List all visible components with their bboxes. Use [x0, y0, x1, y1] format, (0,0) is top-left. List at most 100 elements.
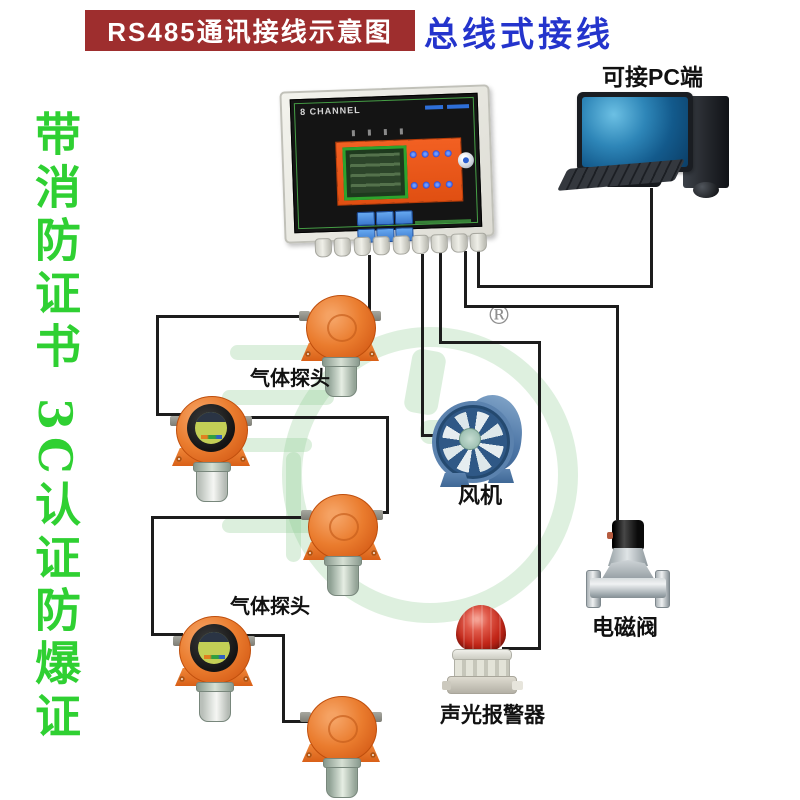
controller-footer-text	[415, 219, 472, 225]
pc-monitor	[577, 92, 693, 172]
controller-model-text	[424, 105, 444, 110]
led-indicator	[445, 180, 453, 188]
pc-mouse	[693, 182, 719, 198]
gas-detector-2-display	[170, 396, 252, 502]
cable-gland	[450, 233, 468, 253]
conduit-fitting	[170, 416, 181, 426]
alarm-skirt	[442, 676, 523, 694]
fan-foot	[440, 473, 470, 487]
watermark-shape	[230, 345, 326, 360]
detector-lcd	[195, 412, 227, 444]
cable-gland	[411, 234, 430, 255]
gas-detector-4-display	[173, 616, 255, 722]
wire	[538, 341, 541, 650]
valve-coil	[607, 520, 644, 550]
keypad-key	[356, 211, 376, 227]
conduit-fitting	[173, 636, 184, 646]
wire	[386, 416, 389, 514]
cable-gland	[392, 235, 410, 255]
detector-body	[307, 696, 377, 762]
sound-light-alarm	[442, 605, 523, 697]
status-led-grid	[408, 149, 455, 190]
wire	[477, 285, 653, 288]
conduit-fitting	[371, 712, 382, 722]
pc-screen	[582, 97, 688, 167]
detector-label-top: 气体探头	[250, 368, 330, 390]
controller-channel-label: 8 CHANNEL	[299, 104, 361, 117]
page-title: RS485通讯接线示意图	[85, 10, 415, 51]
watermark-shape	[286, 452, 301, 562]
wire	[156, 315, 159, 416]
led-indicator	[432, 150, 441, 158]
led-indicator	[422, 181, 430, 189]
wire	[151, 516, 311, 519]
wire	[282, 634, 285, 723]
solenoid-valve	[586, 520, 670, 608]
watermark-shape	[240, 438, 312, 452]
display-bezel	[187, 404, 235, 452]
controller-front-panel: 8 CHANNEL	[289, 92, 483, 244]
wire	[156, 413, 184, 416]
cable-gland	[372, 235, 391, 256]
wire	[464, 251, 467, 308]
fan-label: 风机	[458, 483, 503, 508]
cable-gland	[353, 236, 371, 257]
page-subtitle: 总线式接线	[424, 16, 614, 54]
wire	[421, 434, 439, 437]
sensor-head	[322, 357, 360, 397]
certification-text-3c: 3C认证	[28, 398, 82, 587]
conduit-fitting	[372, 510, 383, 520]
controller-display-board	[336, 138, 463, 205]
pc-label: 可接PC端	[602, 64, 703, 90]
fan-hub	[459, 428, 481, 450]
cable-gland	[314, 237, 333, 258]
wire	[464, 305, 619, 308]
conduit-fitting	[370, 311, 381, 321]
wire	[243, 634, 285, 637]
display-bezel	[190, 624, 238, 672]
wire	[421, 254, 424, 437]
panel-tick	[367, 129, 371, 136]
sensor-head	[324, 556, 362, 596]
valve-neck	[608, 548, 648, 566]
wire	[156, 315, 310, 318]
cable-gland	[333, 237, 352, 257]
cable-gland	[469, 232, 488, 253]
detector-label-bottom: 气体探头	[230, 596, 310, 618]
power-button	[457, 151, 475, 169]
wire	[439, 341, 541, 344]
conduit-fitting	[301, 510, 312, 520]
sensor-head	[323, 758, 361, 798]
panel-tick	[351, 130, 356, 137]
wire	[243, 416, 389, 419]
valve-body	[600, 560, 656, 582]
detector-body	[306, 295, 376, 361]
panel-tick	[399, 128, 403, 135]
detector-body	[308, 494, 378, 560]
gas-alarm-controller: 8 CHANNEL	[279, 84, 495, 258]
gas-detector-3	[301, 494, 383, 598]
alarm-dome-ribs	[456, 605, 506, 653]
wire	[151, 516, 154, 636]
lcd-screen	[342, 145, 409, 201]
keypad-key	[375, 210, 395, 226]
valve-label: 电磁阀	[592, 615, 659, 640]
led-indicator	[409, 150, 418, 159]
wire	[151, 633, 183, 636]
wire	[477, 248, 480, 288]
controller-model-text	[446, 104, 470, 109]
wire	[439, 253, 442, 344]
pc-workstation: 可接PC端	[557, 30, 740, 200]
certification-text-fire: 带消防证书	[28, 110, 82, 375]
alarm-label: 声光报警器	[440, 704, 545, 727]
led-indicator	[421, 150, 429, 158]
gas-detector-5	[300, 696, 382, 800]
watermark-shape	[222, 390, 334, 405]
conduit-fitting	[300, 712, 311, 722]
led-indicator	[410, 181, 419, 190]
conduit-fitting	[299, 311, 310, 321]
detector-lcd	[198, 632, 230, 664]
wire	[368, 255, 371, 315]
led-indicator	[433, 181, 442, 189]
